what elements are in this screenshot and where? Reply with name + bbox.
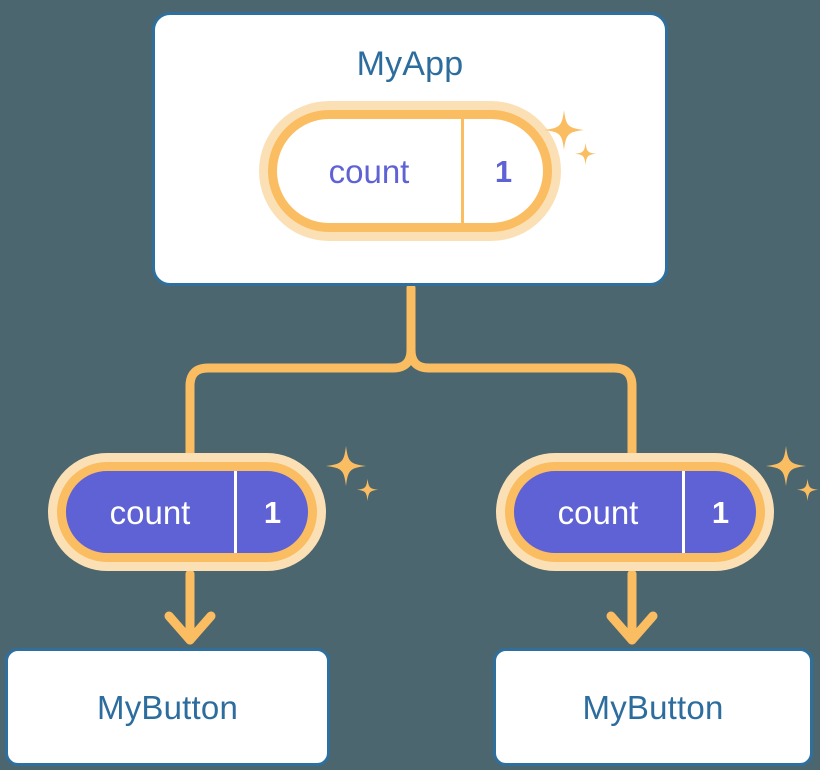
component-title-mybutton: MyButton	[582, 688, 724, 726]
state-value-label: 1	[711, 494, 730, 530]
arrow-down-icon-left	[164, 569, 216, 645]
state-pill-root-wrapper: count 1	[268, 110, 552, 232]
state-key-label: count	[66, 471, 237, 553]
component-card-mybutton-left[interactable]: MyButton	[5, 648, 330, 766]
state-pill-right[interactable]: count 1	[505, 462, 765, 562]
state-pill-right-wrapper: count 1	[505, 462, 765, 562]
component-title-mybutton: MyButton	[97, 688, 238, 726]
arrow-down-icon-right	[606, 569, 658, 645]
state-pill-root[interactable]: count 1	[268, 110, 552, 232]
component-card-mybutton-right[interactable]: MyButton	[493, 648, 813, 766]
state-value-label: 1	[263, 494, 282, 530]
sparkle-icon-large	[326, 446, 366, 486]
state-pill-left-wrapper: count 1	[57, 462, 317, 562]
sparkle-icon-group-right	[766, 446, 819, 501]
wire-branch-right	[406, 345, 637, 467]
state-key-label: count	[277, 119, 464, 223]
component-title-myapp: MyApp	[356, 45, 464, 83]
state-value-label: 1	[494, 153, 513, 189]
state-pill-left[interactable]: count 1	[57, 462, 317, 562]
sparkle-icon-small	[796, 478, 819, 501]
sparkle-icon-small	[356, 478, 379, 501]
state-key-label: count	[514, 471, 685, 553]
sparkle-icon-group-left	[326, 446, 379, 501]
sparkle-icon-large	[766, 446, 806, 486]
wire-branch-left	[185, 345, 416, 467]
